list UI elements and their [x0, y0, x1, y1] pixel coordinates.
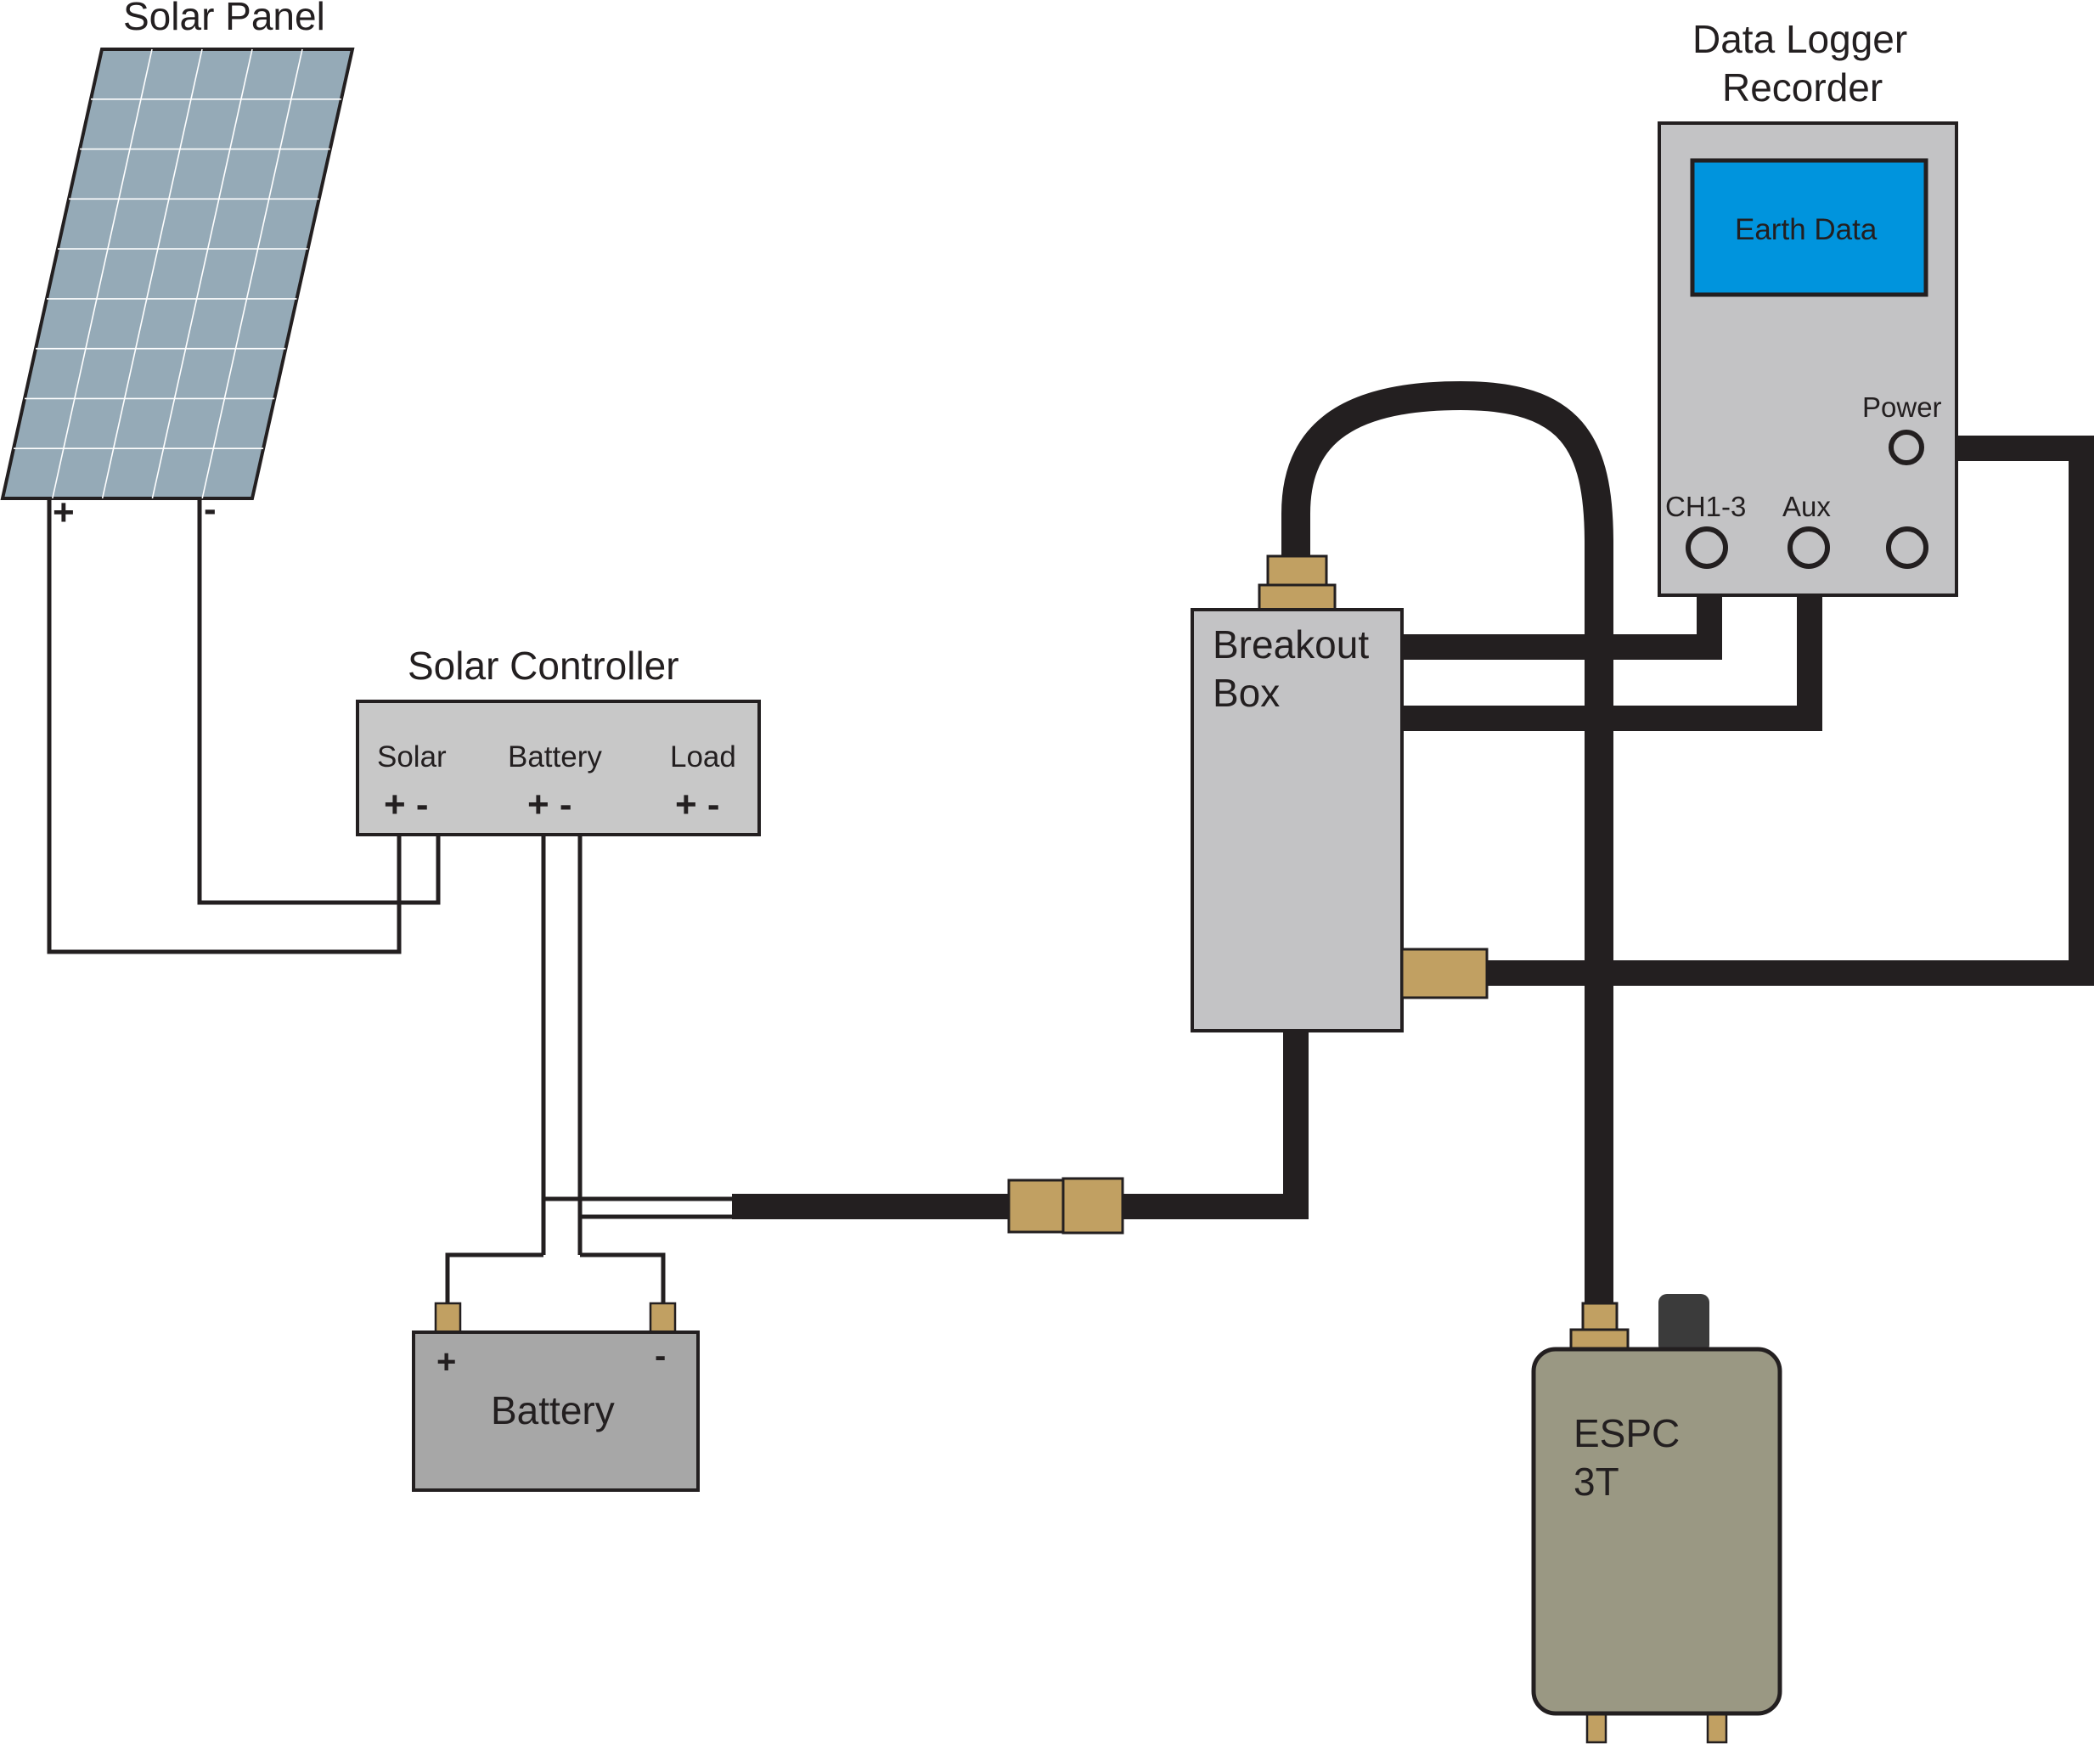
battery: + - Battery	[412, 1302, 700, 1492]
controller-battery-wires	[445, 835, 732, 1303]
solar-controller-title: Solar Controller	[408, 644, 679, 688]
breakout-feed-cable	[1121, 1029, 1309, 1219]
data-logger-title-line1: Data Logger	[1692, 17, 1907, 61]
battery-positive-post	[434, 1302, 462, 1334]
solar-panel-plus-terminal: +	[53, 492, 75, 533]
inline-cable-coupler	[1007, 1177, 1124, 1235]
power-cable	[1487, 436, 2094, 986]
screen-text: Earth Data	[1735, 213, 1878, 246]
solar-panel-cell-grid	[14, 48, 341, 499]
aux-cable	[1403, 560, 1822, 731]
solar-panel-minus-terminal: -	[204, 488, 217, 530]
controller-solar-terminals: + -	[384, 784, 429, 825]
data-logger-title-line2: Recorder	[1722, 65, 1883, 110]
controller-solar-label: Solar	[377, 740, 447, 774]
breakout-top-connector-upper	[1266, 554, 1328, 588]
breakout-box: Breakout Box	[1191, 554, 1489, 1032]
breakout-label-line2: Box	[1213, 671, 1280, 715]
breakout-top-connector-lower	[1258, 583, 1337, 612]
power-port	[1889, 430, 1924, 465]
panel-positive-wire	[47, 498, 402, 954]
battery-negative-lead	[580, 1252, 666, 1303]
espc-connector-lower	[1569, 1328, 1630, 1352]
espc-body	[1531, 1347, 1782, 1716]
espc-label-line1: ESPC	[1574, 1411, 1680, 1455]
spare-port	[1886, 526, 1928, 569]
espc-3t-sensor: ESPC 3T	[1531, 1294, 1782, 1744]
ch1-3-port-label: CH1-3	[1665, 491, 1746, 522]
solar-controller: Solar Controller Solar Battery Load + - …	[356, 644, 761, 836]
panel-grid-column-line	[201, 48, 303, 499]
aux-port-label: Aux	[1782, 491, 1831, 522]
breakout-label-line1: Breakout	[1213, 622, 1369, 667]
coupler-right-half	[1061, 1177, 1124, 1235]
espc-knob	[1658, 1294, 1709, 1353]
aux-port	[1788, 526, 1830, 569]
panel-controller-wires	[47, 498, 441, 954]
solar-panel-title: Solar Panel	[123, 0, 325, 38]
battery-negative-post	[649, 1302, 677, 1334]
battery-minus-sign: -	[655, 1337, 666, 1375]
solar-controller-body	[356, 700, 761, 836]
controller-load-terminals: + -	[675, 784, 720, 825]
data-logger: Data Logger Recorder Earth Data Power CH…	[1658, 17, 1958, 597]
panel-grid-column-line	[101, 48, 203, 499]
solar-panel-body	[0, 48, 355, 500]
controller-battery-label: Battery	[508, 740, 602, 774]
espc-connector-upper	[1581, 1302, 1619, 1333]
solar-panel: Solar Panel + -	[0, 0, 355, 533]
breakout-side-connector	[1400, 948, 1489, 999]
data-logger-screen	[1690, 158, 1928, 297]
coupler-left-half	[1007, 1179, 1065, 1234]
panel-negative-wire	[197, 498, 441, 905]
ch1-3-port	[1686, 526, 1728, 569]
panel-grid-column-line	[151, 48, 253, 499]
panel-grid-column-line	[52, 48, 153, 499]
battery-positive-lead	[445, 1252, 543, 1303]
espc-label-line2: 3T	[1574, 1460, 1619, 1504]
breakout-box-body	[1191, 608, 1404, 1032]
controller-battery-terminals: + -	[527, 784, 572, 825]
battery-label: Battery	[491, 1388, 615, 1432]
power-port-label: Power	[1862, 391, 1942, 423]
controller-load-label: Load	[670, 740, 736, 774]
sensor-arch-cable	[1281, 380, 1613, 1303]
battery-body	[412, 1331, 700, 1492]
battery-plus-sign: +	[436, 1343, 456, 1381]
